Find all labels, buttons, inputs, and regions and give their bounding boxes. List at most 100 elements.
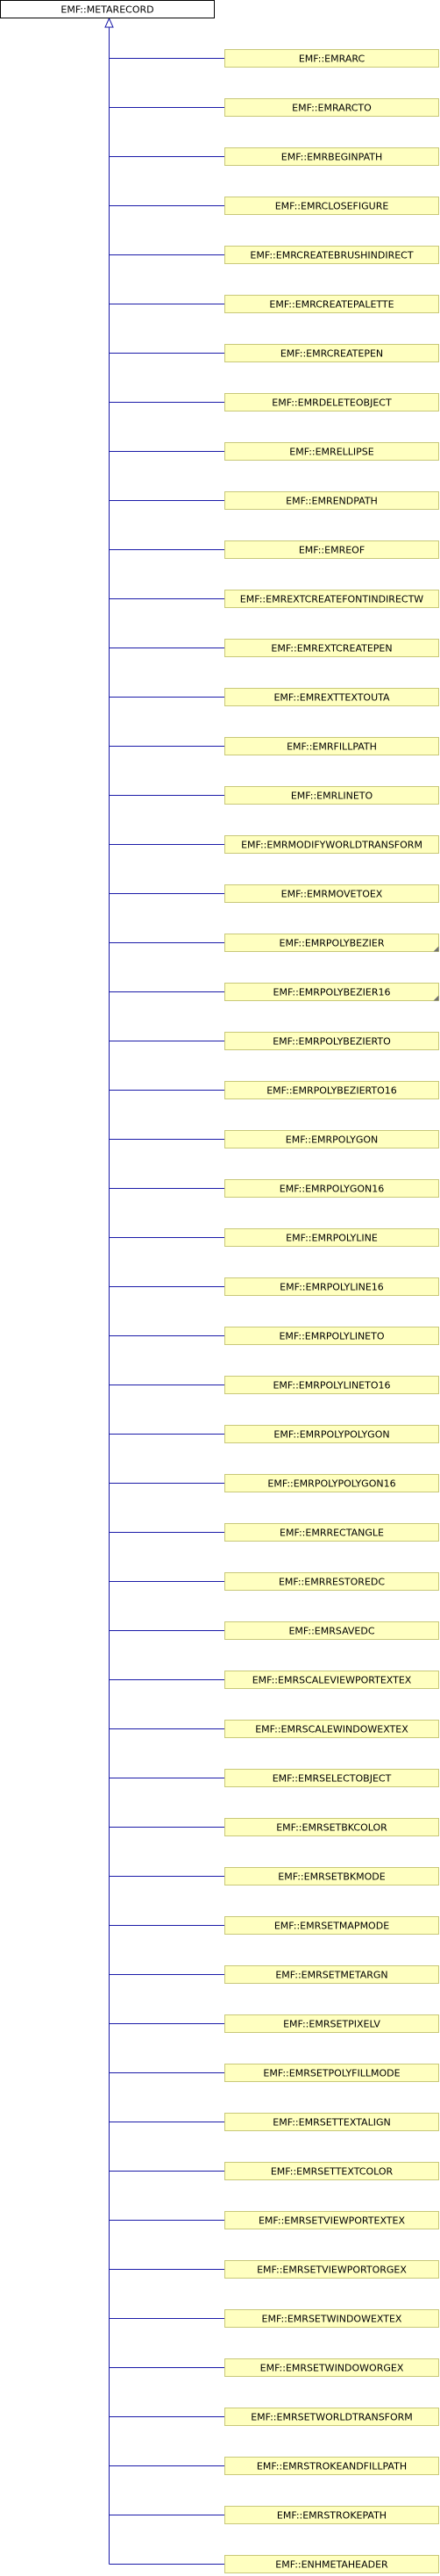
derived-class-box — [224, 1425, 439, 1443]
derived-class-box — [224, 2064, 439, 2082]
derived-class-box — [224, 344, 439, 362]
derived-class-node[interactable]: EMF::EMRPOLYGON16 — [224, 1179, 439, 1198]
derived-class-node[interactable]: EMF::EMRFILLPATH — [224, 737, 439, 755]
derived-class-node[interactable]: EMF::EMRSETPIXELV — [224, 2014, 439, 2033]
derived-class-label: EMF::EMREXTCREATEPEN — [271, 643, 392, 655]
derived-class-node[interactable]: EMF::EMREXTCREATEFONTINDIRECTW — [224, 590, 439, 608]
derived-class-node[interactable]: EMF::EMRSETWINDOWORGEX — [224, 2358, 439, 2377]
derived-class-label: EMF::EMRMOVETOEX — [281, 889, 383, 900]
derived-class-label: EMF::EMRARCTO — [292, 103, 372, 114]
derived-class-node[interactable]: EMF::EMRPOLYBEZIER16 — [224, 983, 439, 1001]
derived-class-node[interactable]: EMF::EMRSETVIEWPORTEXTEX — [224, 2211, 439, 2229]
derived-class-node[interactable]: EMF::EMRSETTEXTALIGN — [224, 2113, 439, 2131]
derived-class-node[interactable]: EMF::EMRSELECTOBJECT — [224, 1769, 439, 1787]
derived-class-label: EMF::EMRPOLYGON16 — [280, 1184, 385, 1195]
derived-class-label: EMF::EMREXTTEXTOUTA — [273, 692, 390, 704]
derived-class-node[interactable]: EMF::EMRSETBKMODE — [224, 1867, 439, 1885]
derived-class-box — [224, 786, 439, 805]
derived-class-node[interactable]: EMF::EMRARCTO — [224, 98, 439, 117]
derived-class-node[interactable]: EMF::EMRCLOSEFIGURE — [224, 197, 439, 215]
derived-class-box — [224, 2162, 439, 2180]
derived-class-node[interactable]: EMF::EMRSETMETARGN — [224, 1965, 439, 1984]
derived-class-label: EMF::EMRENDPATH — [286, 496, 378, 507]
derived-class-node[interactable]: EMF::EMRPOLYLINETO — [224, 1327, 439, 1345]
derived-class-box — [224, 2457, 439, 2475]
derived-class-box — [224, 246, 439, 264]
derived-class-label: EMF::EMRSELECTOBJECT — [273, 1773, 392, 1785]
derived-class-label: EMF::EMRPOLYLINETO — [279, 1331, 384, 1342]
derived-class-label: EMF::EMRSETPOLYFILLMODE — [263, 2068, 400, 2079]
derived-class-label: EMF::EMRPOLYLINE — [286, 1233, 378, 1244]
inheritance-arrowhead — [104, 17, 114, 28]
derived-class-box — [224, 1965, 439, 1984]
derived-class-node[interactable]: EMF::EMRCREATEPALETTE — [224, 295, 439, 313]
derived-class-node[interactable]: EMF::EMRPOLYBEZIERTO — [224, 1032, 439, 1050]
inheritance-edges — [104, 17, 225, 2565]
derived-class-node[interactable]: EMF::EMRSETVIEWPORTORGEX — [224, 2260, 439, 2279]
derived-class-box — [224, 737, 439, 755]
derived-class-box — [224, 393, 439, 411]
derived-class-node[interactable]: EMF::EMRPOLYPOLYGON16 — [224, 1474, 439, 1492]
derived-class-node[interactable]: EMF::EMRPOLYLINETO16 — [224, 1376, 439, 1394]
derived-class-node[interactable]: EMF::EMRRESTOREDC — [224, 1572, 439, 1591]
derived-class-label: EMF::EMRPOLYGON — [286, 1134, 379, 1146]
derived-class-box — [224, 1376, 439, 1394]
derived-class-node[interactable]: EMF::EMRARC — [224, 49, 439, 68]
derived-class-label: EMF::EMRSETWINDOWORGEX — [260, 2363, 404, 2374]
derived-class-node[interactable]: EMF::ENHMETAHEADER — [224, 2555, 439, 2573]
derived-class-node[interactable]: EMF::EMRPOLYLINE — [224, 1228, 439, 1247]
derived-class-node[interactable]: EMF::EMRSCALEVIEWPORTEXTEX — [224, 1671, 439, 1689]
derived-class-label: EMF::EMRSETPIXELV — [283, 2019, 380, 2030]
derived-class-label: EMF::EMREOF — [299, 545, 365, 556]
derived-class-node[interactable]: EMF::EMRCREATEPEN — [224, 344, 439, 362]
derived-class-node[interactable]: EMF::EMRDELETEOBJECT — [224, 393, 439, 411]
derived-class-label: EMF::ENHMETAHEADER — [275, 2559, 388, 2571]
derived-class-box — [224, 98, 439, 117]
derived-class-node[interactable]: EMF::EMRSETTEXTCOLOR — [224, 2162, 439, 2180]
derived-class-node[interactable]: EMF::EMRMOVETOEX — [224, 884, 439, 903]
derived-class-node[interactable]: EMF::EMRMODIFYWORLDTRANSFORM — [224, 835, 439, 854]
derived-class-node[interactable]: EMF::EMRSAVEDC — [224, 1621, 439, 1640]
derived-class-node[interactable]: EMF::EMRBEGINPATH — [224, 147, 439, 166]
derived-class-node[interactable]: EMF::EMRSETWORLDTRANSFORM — [224, 2408, 439, 2426]
derived-class-node[interactable]: EMF::EMREXTCREATEPEN — [224, 639, 439, 657]
derived-class-box — [224, 1720, 439, 1738]
derived-class-label: EMF::EMRSETMAPMODE — [274, 1921, 389, 1932]
root-class-box — [0, 0, 215, 18]
derived-class-label: EMF::EMRSCALEWINDOWEXTEX — [255, 1724, 408, 1735]
root-class-node[interactable]: EMF::METARECORD — [0, 0, 215, 18]
derived-class-label: EMF::EMRSETVIEWPORTORGEX — [257, 2265, 407, 2276]
derived-class-node[interactable]: EMF::EMRPOLYBEZIERTO16 — [224, 1081, 439, 1099]
derived-class-node[interactable]: EMF::EMRCREATEBRUSHINDIRECT — [224, 246, 439, 264]
derived-class-node[interactable]: EMF::EMRPOLYPOLYGON — [224, 1425, 439, 1443]
derived-class-node[interactable]: EMF::EMREXTTEXTOUTA — [224, 688, 439, 706]
derived-class-box — [224, 1277, 439, 1296]
derived-class-node[interactable]: EMF::EMRSETBKCOLOR — [224, 1818, 439, 1836]
derived-class-label: EMF::EMRBEGINPATH — [281, 152, 383, 163]
derived-class-node[interactable]: EMF::EMRSETPOLYFILLMODE — [224, 2064, 439, 2082]
derived-class-node[interactable]: EMF::EMRSETWINDOWEXTEX — [224, 2309, 439, 2328]
derived-class-node[interactable]: EMF::EMRPOLYBEZIER — [224, 934, 439, 952]
derived-class-node[interactable]: EMF::EMREOF — [224, 540, 439, 559]
derived-class-label: EMF::EMRFILLPATH — [287, 741, 377, 753]
derived-class-box — [224, 688, 439, 706]
derived-class-box — [224, 2260, 439, 2279]
derived-class-node[interactable]: EMF::EMRSETMAPMODE — [224, 1916, 439, 1935]
derived-class-node[interactable]: EMF::EMRPOLYGON — [224, 1130, 439, 1148]
derived-class-label: EMF::EMRCREATEPALETTE — [269, 299, 394, 311]
derived-class-box — [224, 295, 439, 313]
derived-class-label: EMF::EMRSETMETARGN — [275, 1970, 387, 1981]
derived-class-node[interactable]: EMF::EMRSTROKEPATH — [224, 2506, 439, 2524]
derived-class-label: EMF::EMRRECTANGLE — [280, 1528, 384, 1539]
derived-class-node[interactable]: EMF::EMRSTROKEANDFILLPATH — [224, 2457, 439, 2475]
derived-class-node[interactable]: EMF::EMRRECTANGLE — [224, 1523, 439, 1542]
derived-class-node[interactable]: EMF::EMRSCALEWINDOWEXTEX — [224, 1720, 439, 1738]
derived-class-label: EMF::EMRRESTOREDC — [279, 1577, 385, 1588]
derived-class-box — [224, 2506, 439, 2524]
derived-class-node[interactable]: EMF::EMRENDPATH — [224, 491, 439, 510]
derived-class-box — [224, 1327, 439, 1345]
root-class-label: EMF::METARECORD — [60, 4, 153, 16]
derived-class-node[interactable]: EMF::EMRELLIPSE — [224, 442, 439, 461]
derived-class-node[interactable]: EMF::EMRLINETO — [224, 786, 439, 805]
derived-class-node[interactable]: EMF::EMRPOLYLINE16 — [224, 1277, 439, 1296]
